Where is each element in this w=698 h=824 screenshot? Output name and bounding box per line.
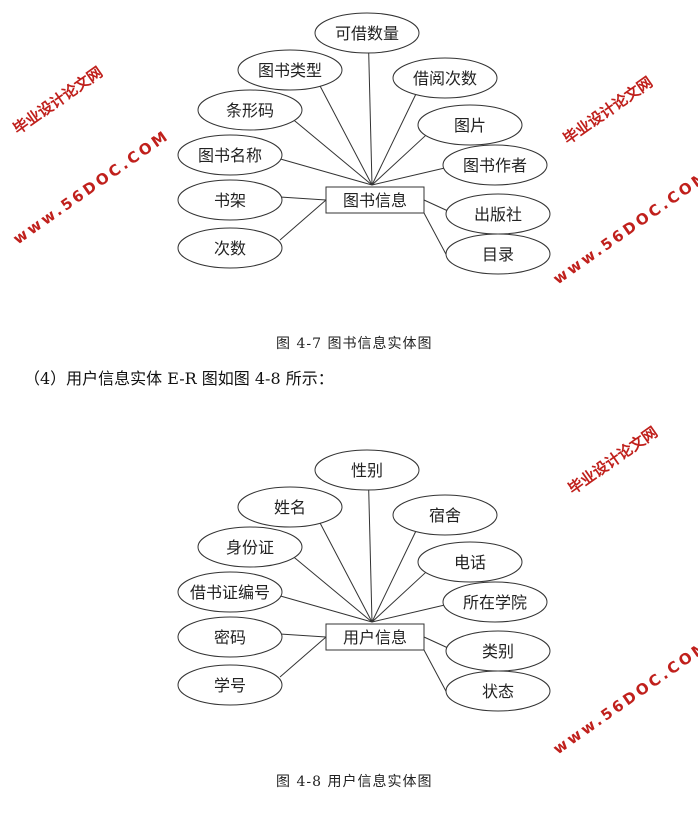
attribute-label: 身份证 [226,538,274,557]
attribute-label: 目录 [482,245,514,264]
attribute-ellipse [177,227,283,269]
relationship-line [280,595,373,623]
attribute-ellipse [442,581,548,623]
relationship-line [319,523,373,623]
entity-label: 图书信息 [343,191,407,210]
attribute-ellipse [392,57,498,99]
relationship-line [371,167,444,186]
attribute-label: 出版社 [474,205,522,224]
relationship-line [423,636,449,649]
attribute-ellipse [177,571,283,613]
attribute-label: 类别 [482,642,514,661]
attribute-label: 借书证编号 [190,583,270,602]
relationship-line [279,199,327,241]
attribute-ellipse [445,670,551,712]
attribute-label: 图书类型 [258,61,322,80]
attribute-label: 学号 [214,676,246,695]
attribute-label: 次数 [214,239,246,258]
relationship-line [279,636,327,678]
relationship-line [293,120,373,186]
attribute-ellipse [442,144,548,186]
attribute-ellipse [314,449,420,491]
entity-label: 用户信息 [343,628,407,647]
attribute-ellipse [197,89,303,131]
attribute-label: 所在学院 [463,593,527,612]
attribute-ellipse [177,179,283,221]
relationship-line [280,158,373,186]
relationship-line [279,633,327,638]
attribute-label: 书架 [214,191,246,210]
attribute-label: 图书名称 [198,146,262,165]
attribute-label: 性别 [351,461,383,480]
relationship-line [293,557,373,623]
attribute-ellipse [445,233,551,275]
attribute-label: 宿舍 [429,506,461,525]
entity-box [325,186,425,214]
relationship-line [371,531,417,623]
paragraph-text: （4）用户信息实体 E-R 图如图 4-8 所示： [24,369,334,388]
attribute-ellipse [417,104,523,146]
relationship-line [371,94,417,186]
relationship-line [319,86,373,186]
attribute-ellipse [177,616,283,658]
attribute-label: 条形码 [226,101,274,120]
relationship-line [368,52,373,186]
attribute-ellipse [197,526,303,568]
attribute-ellipse [237,486,343,528]
attribute-label: 姓名 [274,498,306,517]
relationship-line [423,212,449,259]
attribute-ellipse [177,134,283,176]
relationship-line [279,196,327,201]
figure-caption-4-8: 图 4-8 用户信息实体图 [276,774,433,790]
entity-box [325,623,425,651]
relationship-line [371,572,426,623]
attribute-ellipse [417,541,523,583]
attribute-label: 电话 [454,553,486,572]
attribute-ellipse [237,49,343,91]
attribute-label: 密码 [214,628,246,647]
attribute-label: 借阅次数 [413,69,477,88]
attribute-ellipse [177,664,283,706]
attribute-label: 图片 [454,116,486,135]
attribute-ellipse [392,494,498,536]
relationship-line [371,604,444,623]
relationship-line [423,649,449,696]
relationship-line [423,199,449,212]
relationship-line [371,135,426,186]
figure-caption-4-7: 图 4-7 图书信息实体图 [276,336,433,352]
attribute-ellipse [314,12,420,54]
relationship-line [368,489,373,623]
attribute-label: 状态 [482,682,514,701]
attribute-label: 可借数量 [335,24,399,43]
attribute-label: 图书作者 [463,156,527,175]
